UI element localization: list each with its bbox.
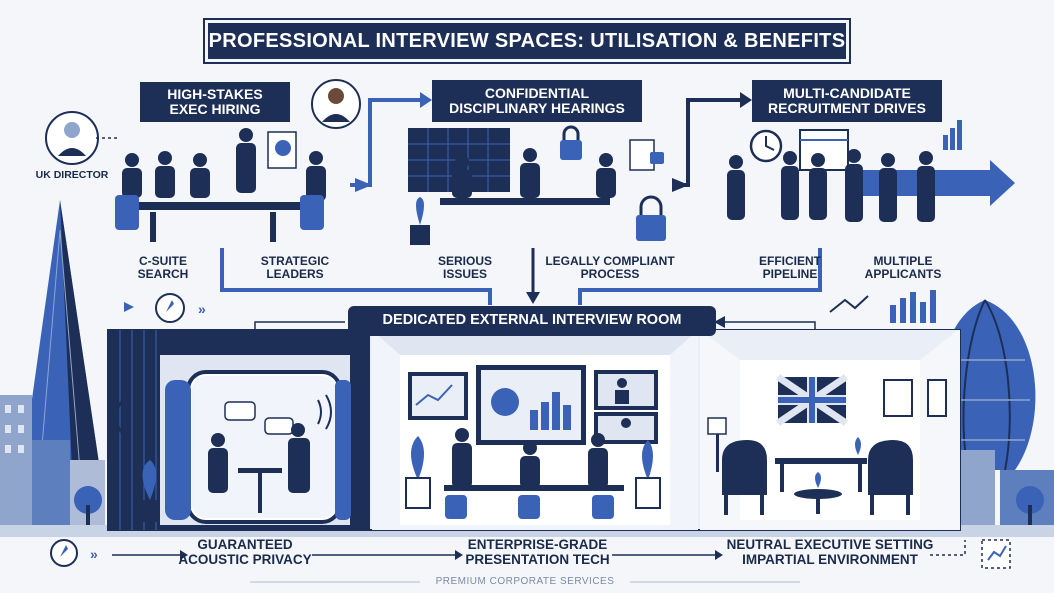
caption-line1: C-SUITE [139,254,187,268]
svg-text:»: » [198,301,206,317]
caption-c-suite: C-SUITE SEARCH [118,254,208,282]
caption-line2: SEARCH [137,267,189,282]
panel-title-exec-hiring: HIGH-STAKES EXEC HIRING [140,82,290,122]
caption-line2: PRESENTATION TECH [465,551,610,567]
caption-line1: SERIOUS [437,254,492,268]
director-label: UK DIRECTOR [35,169,109,181]
panel-title-line1: HIGH-STAKES [167,86,263,103]
panel-title-line1: CONFIDENTIAL [484,85,590,102]
panel-title-line1: MULTI-CANDIDATE [783,85,911,102]
union-flag-icon [776,374,848,426]
caption-line1: EFFICIENT [759,254,821,268]
caption-line2: PROCESS [580,267,640,282]
gherkin-tower-icon [938,299,1036,471]
caption-multiple-applicants: MULTIPLE APPLICANTS [848,254,958,282]
footer-text: PREMIUM CORPORATE SERVICES [435,576,615,587]
caption-acoustic-privacy: GUARANTEED ACOUSTIC PRIVACY [170,537,320,568]
caption-line1: GUARANTEED [197,537,293,552]
panel-title-line2: RECRUITMENT DRIVES [768,100,926,116]
caption-presentation-tech: ENTERPRISE-GRADE PRESENTATION TECH [455,537,620,568]
caption-line2: ISSUES [442,267,487,282]
panel-title-line2: EXEC HIRING [169,101,261,117]
caption-neutral-setting: NEUTRAL EXECUTIVE SETTING IMPARTIAL ENVI… [720,537,940,568]
caption-strategic-leaders: STRATEGIC LEADERS [240,254,350,282]
panel-title-disciplinary: CONFIDENTIAL DISCIPLINARY HEARINGS [432,80,642,122]
main-title: PROFESSIONAL INTERVIEW SPACES: UTILISATI… [203,18,851,64]
shard-tower-icon [22,200,100,471]
caption-line2: LEADERS [266,267,324,282]
caption-line1: MULTIPLE [873,254,933,268]
caption-legally-compliant: LEGALLY COMPLIANT PROCESS [540,254,680,282]
caption-line2: PIPELINE [762,267,818,282]
caption-efficient-pipeline: EFFICIENT PIPELINE [740,254,840,282]
panel-title-recruitment: MULTI-CANDIDATE RECRUITMENT DRIVES [752,80,942,122]
caption-line1: NEUTRAL EXECUTIVE SETTING [726,537,934,552]
caption-line1: ENTERPRISE-GRADE [467,537,608,552]
caption-line2: IMPARTIAL ENVIRONMENT [742,551,918,567]
caption-line2: ACOUSTIC PRIVACY [178,551,312,567]
panel-title-line2: DISCIPLINARY HEARINGS [449,100,625,116]
caption-line2: APPLICANTS [864,267,942,282]
caption-serious-issues: SERIOUS ISSUES [420,254,510,282]
room-label: DEDICATED EXTERNAL INTERVIEW ROOM [348,306,716,336]
caption-line1: LEGALLY COMPLIANT [545,254,675,268]
caption-line1: STRATEGIC [260,254,330,268]
svg-text:»: » [90,546,98,562]
